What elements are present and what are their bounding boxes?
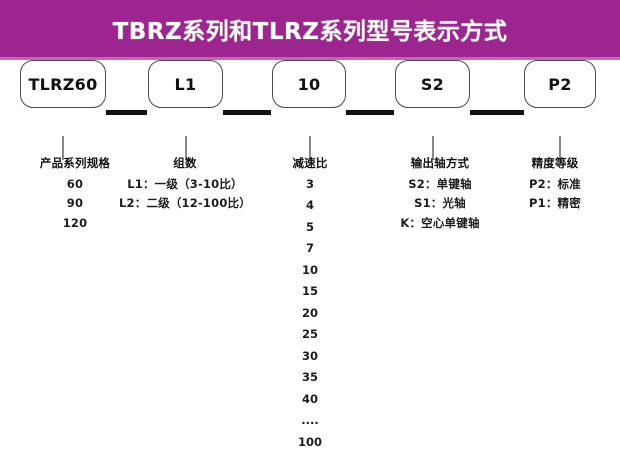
drop-line-shaft (432, 136, 434, 160)
list-item: 10 (301, 262, 318, 277)
list-item: S1：光轴 (414, 196, 466, 210)
page-title: TBRZ系列和TLRZ系列型号表示方式 (112, 18, 508, 45)
drop-line-ratio (309, 136, 311, 160)
column-product-series: 产品系列规格 60 90 120 (0, 156, 150, 237)
connector-line-4 (470, 110, 524, 115)
list-item: 100 (297, 434, 322, 449)
list-item: 120 (62, 215, 88, 230)
column-header-reduction-ratio: 减速比 (292, 156, 328, 170)
list-item: P2：标准 (529, 176, 581, 191)
connector-line-3 (346, 110, 394, 115)
column-header-stage-count: 组数 (173, 156, 197, 170)
list-item: L2：二级（12-100比） (119, 196, 251, 210)
list-item: 60 (66, 176, 84, 191)
list-item: 15 (301, 284, 318, 298)
list-item: P1：精密 (529, 196, 581, 210)
list-item: 4 (305, 198, 314, 212)
column-header-product-series: 产品系列规格 (39, 156, 111, 170)
model-code-diagram: TLRZ60 L1 10 S2 P2 产品系列规格 60 90 120 组数 L… (0, 60, 620, 460)
list-item: S2：单键轴 (408, 176, 472, 191)
list-item: K：空心单键轴 (400, 215, 480, 230)
connector-line-1 (106, 110, 147, 115)
ratio-code-box[interactable]: 10 (272, 60, 346, 108)
list-item: 5 (305, 219, 314, 234)
drop-line-stages (185, 136, 187, 160)
drop-line-series (62, 136, 64, 160)
column-output-shaft-type: 输出轴方式 S2：单键轴 S1：光轴 K：空心单键轴 (370, 156, 510, 237)
column-header-output-shaft-type: 输出轴方式 (410, 156, 470, 170)
column-stage-count: 组数 L1：一级（3-10比） L2：二级（12-100比） (110, 156, 260, 218)
title-banner: TBRZ系列和TLRZ系列型号表示方式 (0, 0, 620, 60)
list-item: 90 (66, 196, 84, 210)
series-code-box[interactable]: TLRZ60 (20, 60, 106, 108)
column-header-precision-grade: 精度等级 (531, 156, 579, 170)
connector-line-2 (223, 110, 271, 115)
list-item: 30 (301, 348, 318, 363)
list-item: 20 (301, 305, 318, 320)
drop-line-precision (559, 136, 561, 160)
precision-code-box[interactable]: P2 (524, 60, 596, 108)
list-item: 3 (305, 176, 314, 191)
list-item: 35 (301, 370, 318, 384)
list-item: 40 (301, 391, 318, 406)
column-precision-grade: 精度等级 P2：标准 P1：精密 (490, 156, 620, 218)
column-reduction-ratio: 减速比 3 4 5 7 10 15 20 25 30 35 40 .... 10… (258, 156, 362, 458)
list-item: .... (301, 413, 319, 427)
list-item: 25 (301, 327, 318, 341)
stage-code-box[interactable]: L1 (148, 60, 223, 108)
shaft-code-box[interactable]: S2 (395, 60, 470, 108)
list-item: L1：一级（3-10比） (127, 176, 243, 191)
list-item: 7 (305, 241, 314, 255)
